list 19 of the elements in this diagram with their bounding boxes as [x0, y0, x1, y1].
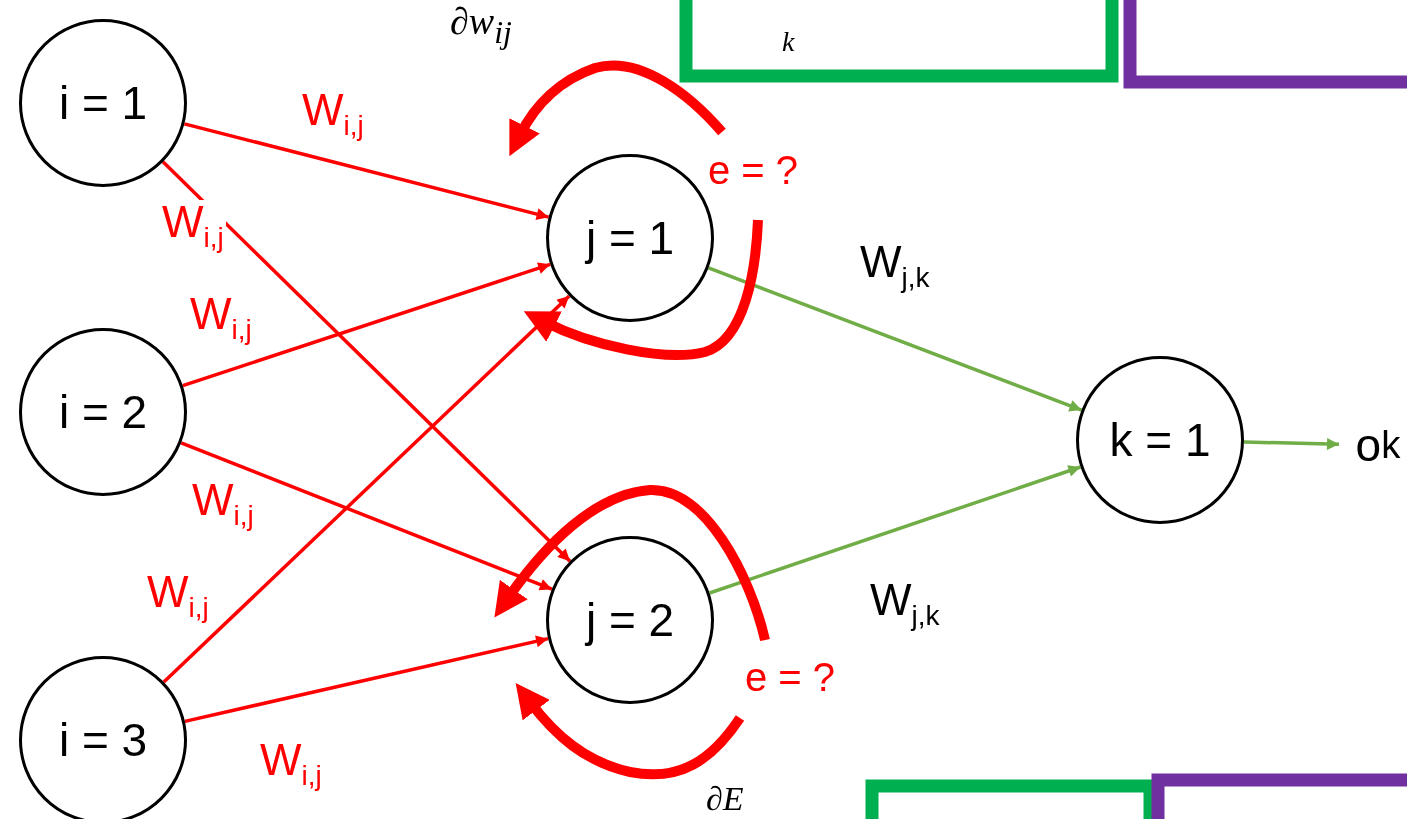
- error-label: e = ?: [708, 150, 799, 190]
- arrow: [180, 441, 553, 591]
- arrow: [183, 122, 550, 220]
- error-label: e = ?: [745, 657, 836, 697]
- formula-fragment: k: [782, 28, 795, 56]
- arrow: [1243, 438, 1340, 451]
- node-label: i = 3: [58, 717, 148, 763]
- arrow: [708, 465, 1082, 595]
- arrow: [707, 266, 1083, 412]
- arrow: [161, 160, 572, 563]
- arrow: [182, 262, 551, 388]
- node-label: i = 1: [58, 80, 148, 126]
- node-label: k = 1: [1109, 417, 1211, 463]
- weight-label: W$_{i,j}$: [160, 200, 226, 252]
- formula-fragment: ∂w$_{ij}$: [450, 2, 512, 49]
- node-label: i = 2: [58, 389, 148, 435]
- formula-fragment: ∂E: [706, 782, 744, 816]
- arrow: [184, 635, 549, 724]
- arrow: [162, 294, 571, 684]
